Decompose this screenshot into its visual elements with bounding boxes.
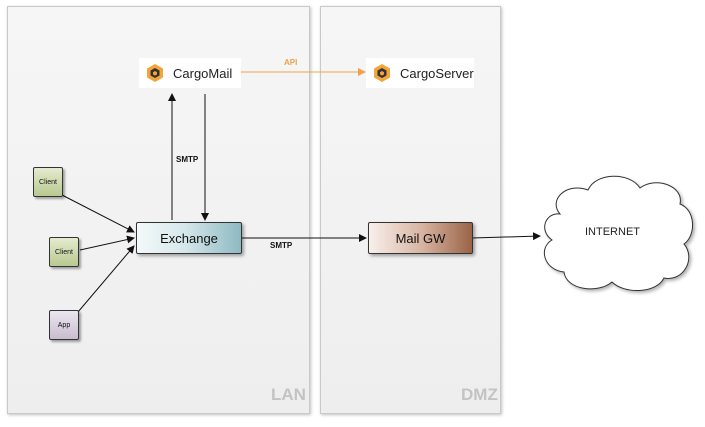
mail-gw-label: Mail GW — [395, 230, 446, 246]
client-label: Client — [55, 248, 73, 256]
client-node-2: Client — [49, 237, 79, 267]
mail-gw-node: Mail GW — [368, 222, 473, 254]
cargomail-node: CargoMail — [139, 58, 241, 88]
client1-connector — [61, 194, 135, 233]
cargoserver-node: CargoServer — [366, 58, 474, 88]
smtp-horizontal-label: SMTP — [270, 241, 293, 250]
app-node: App — [49, 310, 79, 340]
internet-cloud — [543, 175, 693, 292]
app-connector — [77, 245, 135, 313]
mailgw-internet-connector — [471, 232, 541, 241]
app-label: App — [57, 321, 71, 329]
smtp-vertical-label: SMTP — [176, 155, 199, 164]
dmz-zone-label: DMZ — [461, 385, 498, 404]
client-label: Client — [39, 178, 57, 186]
api-label: API — [284, 58, 298, 67]
cargo-logo-icon — [147, 64, 163, 82]
client-node-1: Client — [33, 167, 63, 197]
client2-connector — [79, 235, 135, 251]
cargo-logo-icon — [374, 64, 390, 82]
lan-zone-label: LAN — [271, 385, 306, 404]
cargoserver-label: CargoServer — [400, 65, 474, 81]
exchange-node: Exchange — [136, 222, 242, 254]
cargomail-label: CargoMail — [173, 65, 233, 81]
internet-label: INTERNET — [585, 226, 640, 238]
exchange-label: Exchange — [160, 230, 218, 246]
